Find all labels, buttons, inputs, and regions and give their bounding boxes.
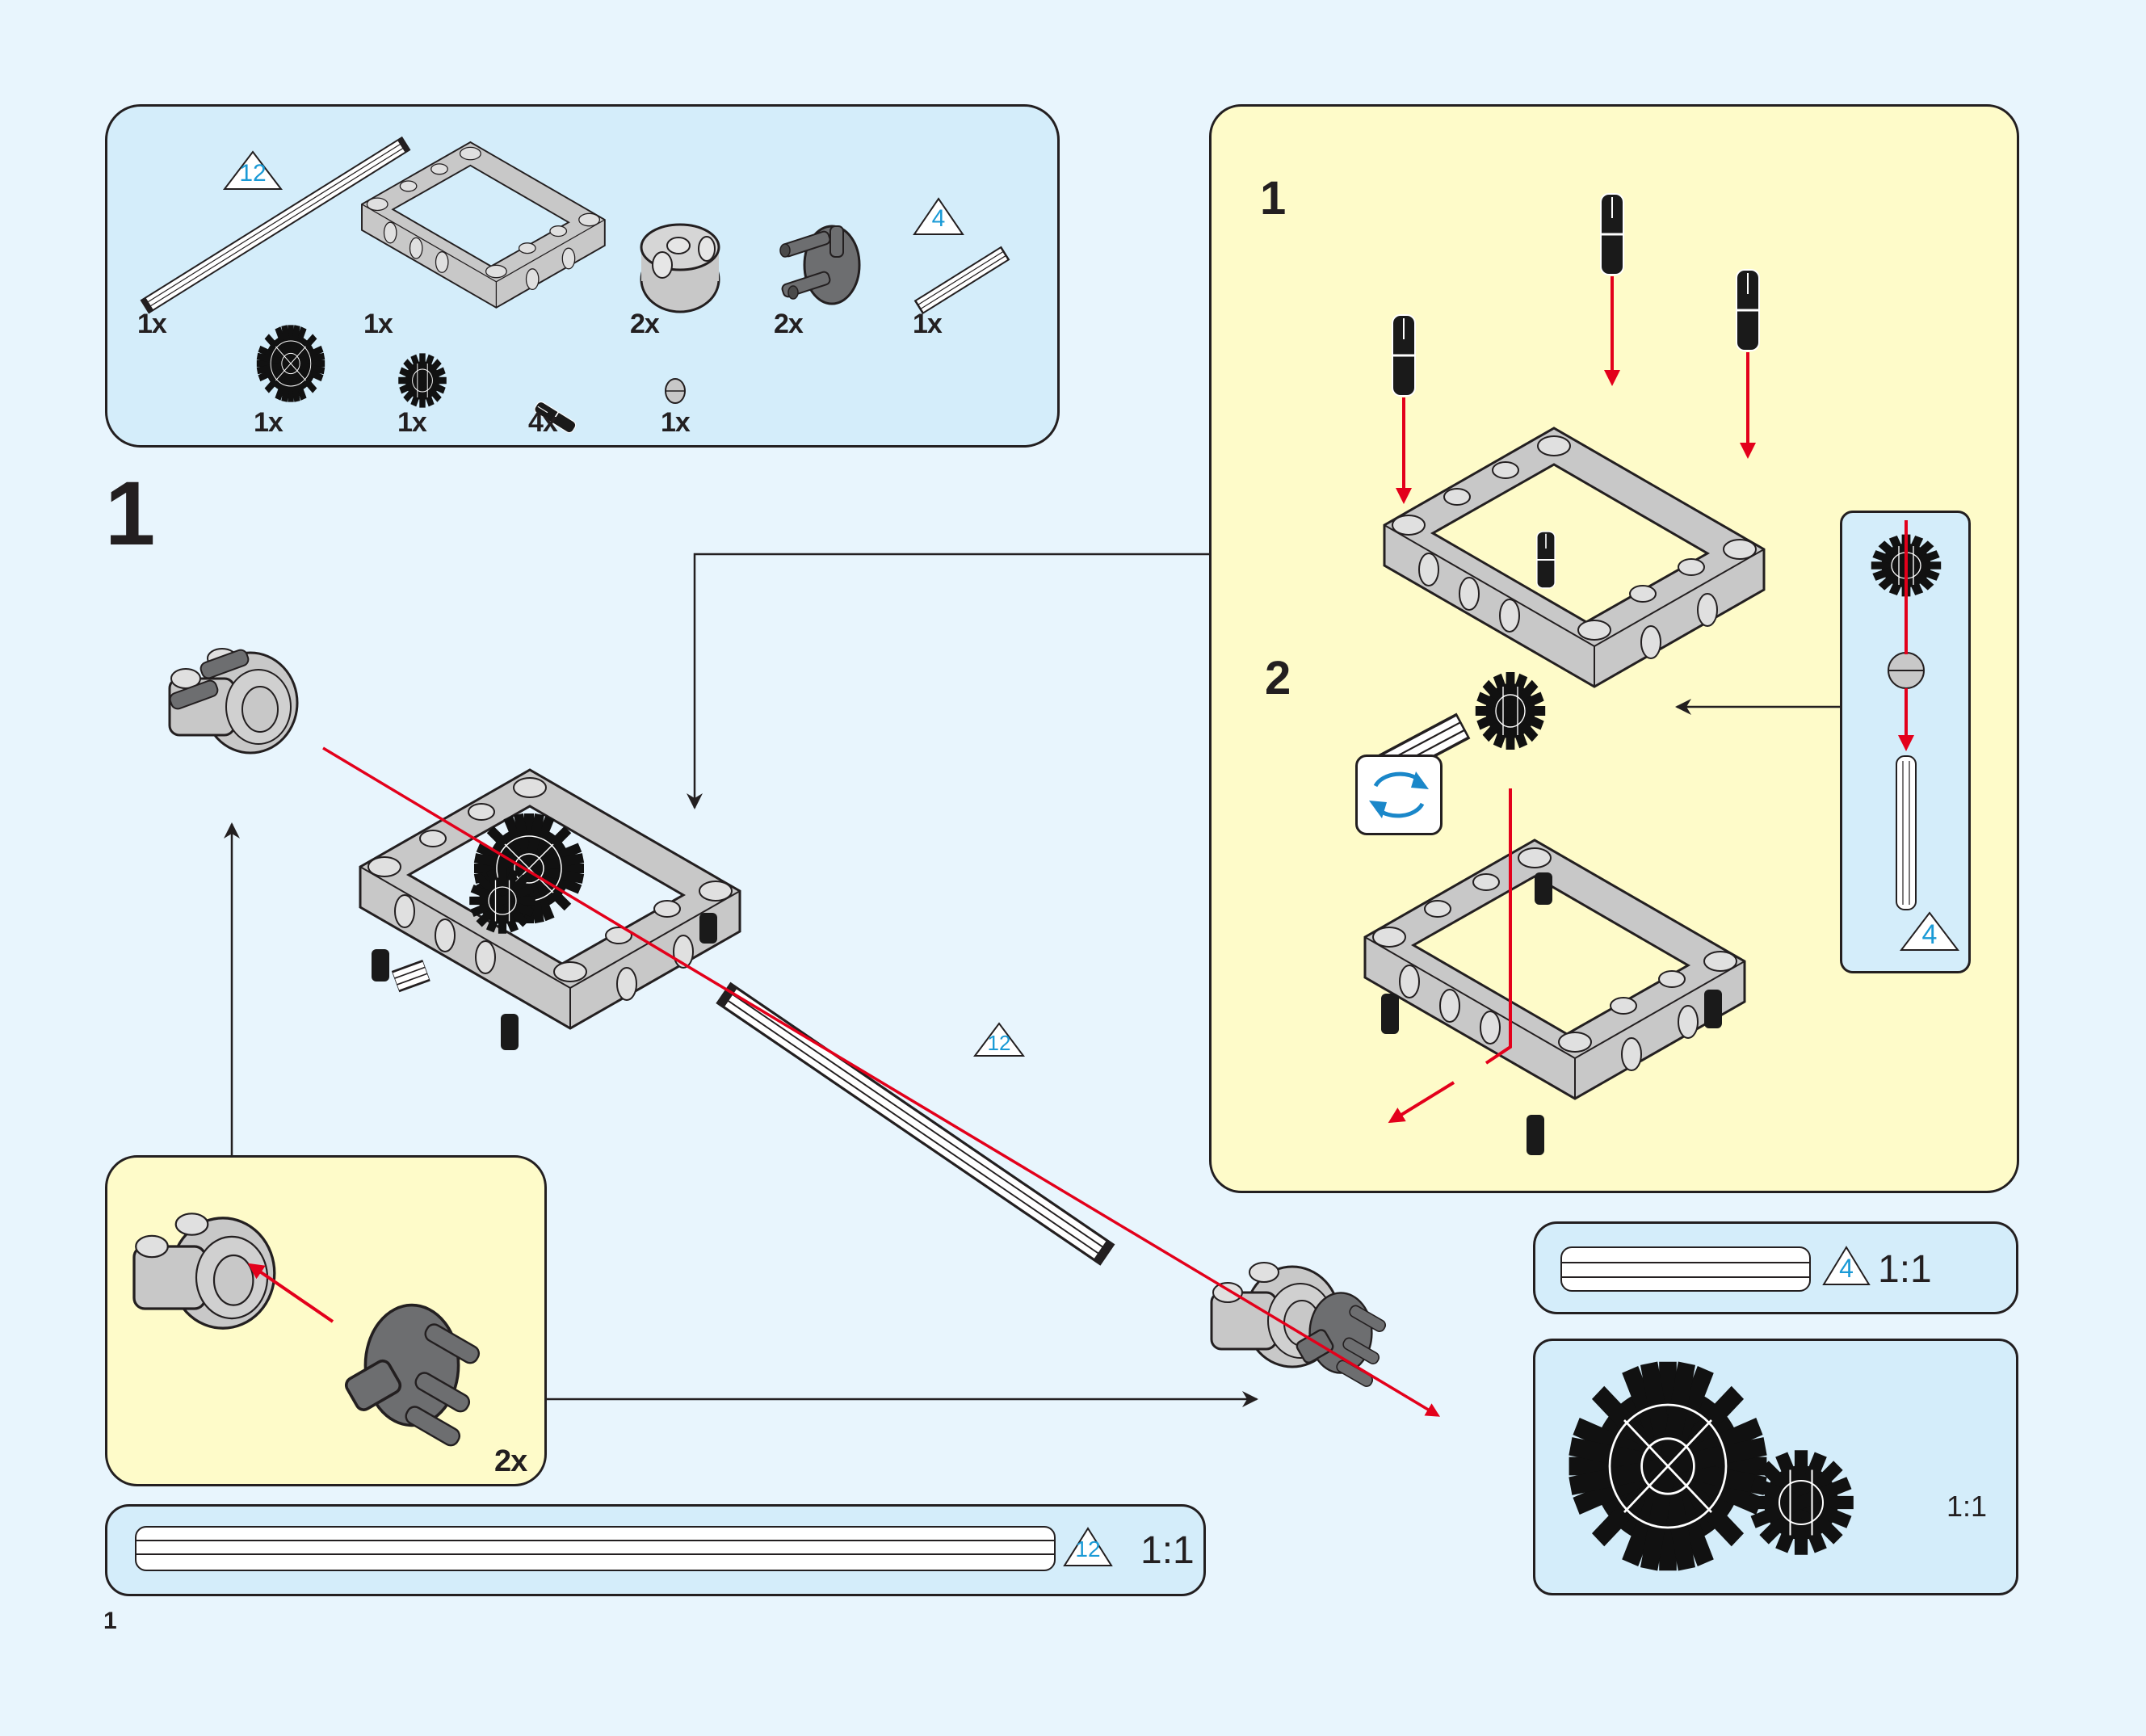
axle-length-badge-12: 12 (973, 1022, 1025, 1057)
substep-1-illustration (1383, 192, 1766, 688)
axle-12-ruler (135, 1526, 1056, 1571)
part-qty: 1x (137, 309, 167, 339)
callout-axle-4-icon (1896, 755, 1917, 910)
part-qty: 4x (528, 407, 558, 438)
step-number: 1 (105, 463, 156, 564)
part-qty: 1x (397, 407, 427, 438)
length-badge-4: 4 (913, 197, 964, 236)
scale-ratio: 1:1 (1140, 1529, 1195, 1572)
ruler-badge-12: 12 (1063, 1527, 1113, 1567)
part-rotor-housing-icon (640, 223, 720, 313)
part-qty: 1x (254, 407, 283, 438)
part-qty: 2x (630, 309, 660, 339)
part-qty: 2x (774, 309, 804, 339)
callout-length-badge-4: 4 (1899, 911, 1960, 952)
gear-12-actual-size-icon (1745, 1446, 1858, 1559)
part-qty: 1x (913, 309, 943, 339)
part-qty: 1x (661, 407, 691, 438)
subassembly-qty: 2x (494, 1444, 527, 1478)
subassembly-illustration (132, 1212, 484, 1450)
rotate-model-icon (1355, 755, 1443, 835)
page-number: 1 (103, 1608, 117, 1634)
scale-ratio: 1:1 (1947, 1490, 1988, 1523)
axle-4-ruler (1560, 1246, 1811, 1292)
scale-ratio: 1:1 (1878, 1248, 1932, 1291)
parts-list-panel (105, 104, 1060, 448)
callout-assembly-arrows (1898, 520, 1914, 751)
substep-2-illustration (1362, 670, 1746, 1155)
part-bush-icon (665, 378, 686, 404)
part-qty: 1x (363, 309, 393, 339)
callout-to-substep-arrow (1675, 699, 1840, 715)
ruler-badge-4: 4 (1822, 1246, 1871, 1286)
part-rotor-dark-icon (779, 225, 861, 305)
length-badge-12: 12 (222, 150, 283, 191)
substep-2-label: 2 (1265, 652, 1291, 704)
gear-24-actual-size-icon (1563, 1361, 1773, 1571)
substep-1-label: 1 (1260, 172, 1287, 225)
subassembly-panel (105, 1155, 547, 1486)
